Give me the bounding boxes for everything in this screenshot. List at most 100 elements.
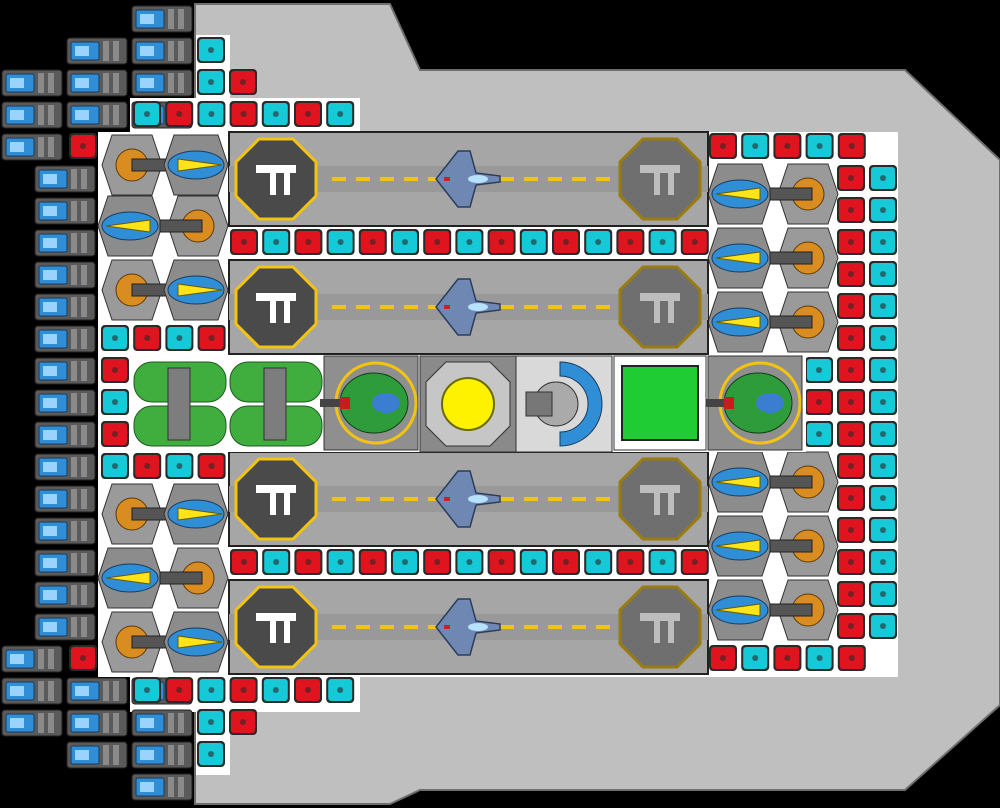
red-armor-block-icon — [709, 645, 737, 671]
thruster-icon — [131, 773, 193, 801]
cannon-turret-icon — [769, 579, 839, 641]
cyan-armor-block-icon — [805, 133, 834, 159]
red-armor-block-icon — [837, 293, 865, 319]
cyan-armor-block-icon — [805, 357, 833, 383]
cyan-armor-block-icon — [869, 165, 897, 191]
red-armor-block-icon — [552, 549, 580, 575]
red-armor-block-icon — [837, 613, 865, 639]
cyan-armor-block-icon — [869, 389, 897, 415]
cyan-armor-block-icon — [262, 229, 291, 255]
missile-launcher-icon — [97, 547, 163, 609]
red-armor-block-icon — [837, 581, 865, 607]
thruster-icon — [66, 101, 128, 129]
cannon-turret-icon — [769, 515, 839, 577]
thruster-icon — [1, 709, 63, 737]
red-armor-block-icon — [358, 229, 387, 255]
cyan-armor-block-icon — [869, 293, 897, 319]
reactor-core-icon — [419, 355, 517, 453]
red-armor-block-icon — [487, 549, 516, 575]
thruster-icon — [66, 37, 128, 65]
cyan-armor-block-icon — [648, 229, 677, 255]
cannon-turret-icon — [159, 195, 229, 257]
landing-pad-icon — [234, 585, 318, 669]
cyan-armor-block-icon — [648, 549, 677, 575]
cyan-armor-block-icon — [133, 677, 161, 703]
thruster-icon — [34, 421, 96, 449]
red-armor-block-icon — [837, 229, 865, 255]
missile-launcher-icon — [707, 227, 773, 289]
cargo-bay-icon — [613, 355, 707, 451]
missile-launcher-icon — [163, 134, 229, 196]
red-armor-block-icon — [294, 229, 323, 255]
red-armor-block-icon — [837, 261, 865, 287]
cyan-armor-block-icon — [391, 229, 419, 255]
red-armor-block-icon — [773, 645, 802, 671]
landing-pad-icon — [618, 457, 702, 541]
red-armor-block-icon — [552, 229, 580, 255]
cyan-armor-block-icon — [165, 325, 194, 351]
green-cannon-icon — [704, 355, 803, 451]
fighter-icon — [435, 598, 501, 656]
fuel-tank-icon — [229, 361, 323, 447]
cyan-armor-block-icon — [262, 549, 291, 575]
red-armor-block-icon — [837, 165, 865, 191]
thruster-icon — [34, 453, 96, 481]
red-armor-block-icon — [101, 357, 129, 383]
red-armor-block-icon — [837, 389, 865, 415]
red-armor-block-icon — [837, 517, 865, 543]
thruster-icon — [34, 549, 96, 577]
red-armor-block-icon — [197, 325, 226, 351]
cyan-armor-block-icon — [261, 101, 290, 127]
cyan-armor-block-icon — [101, 325, 129, 351]
thruster-icon — [66, 741, 128, 769]
landing-pad-icon — [618, 137, 702, 221]
thruster-icon — [131, 69, 193, 97]
thruster-icon — [34, 197, 96, 225]
red-armor-block-icon — [773, 133, 802, 159]
thruster-icon — [34, 261, 96, 289]
cyan-armor-block-icon — [869, 517, 897, 543]
thruster-icon — [66, 69, 128, 97]
red-armor-block-icon — [229, 101, 258, 127]
cyan-armor-block-icon — [455, 229, 484, 255]
red-armor-block-icon — [197, 453, 226, 479]
cannon-turret-icon — [769, 451, 839, 513]
red-armor-block-icon — [837, 421, 865, 447]
cyan-armor-block-icon — [869, 485, 897, 511]
thruster-icon — [131, 709, 193, 737]
cyan-armor-block-icon — [869, 261, 897, 287]
red-armor-block-icon — [680, 229, 709, 255]
cyan-armor-block-icon — [326, 229, 355, 255]
cyan-armor-block-icon — [519, 229, 548, 255]
cyan-armor-block-icon — [805, 421, 833, 447]
cyan-armor-block-icon — [197, 101, 226, 127]
red-armor-block-icon — [294, 101, 322, 127]
red-armor-block-icon — [358, 549, 387, 575]
cyan-armor-block-icon — [741, 645, 770, 671]
cyan-armor-block-icon — [326, 677, 355, 703]
landing-pad-icon — [234, 457, 318, 541]
red-armor-block-icon — [69, 133, 97, 159]
thruster-icon — [34, 613, 96, 641]
red-armor-block-icon — [423, 229, 452, 255]
missile-launcher-icon — [707, 579, 773, 641]
cannon-turret-icon — [769, 227, 839, 289]
green-cannon-icon — [320, 355, 419, 451]
red-armor-block-icon — [165, 101, 194, 127]
thruster-icon — [1, 645, 63, 673]
cyan-armor-block-icon — [519, 549, 548, 575]
red-armor-block-icon — [133, 325, 162, 351]
landing-pad-icon — [234, 265, 318, 349]
missile-launcher-icon — [707, 515, 773, 577]
red-armor-block-icon — [487, 229, 516, 255]
thruster-icon — [66, 709, 128, 737]
cyan-armor-block-icon — [869, 197, 897, 223]
cannon-turret-icon — [101, 483, 175, 545]
red-armor-block-icon — [133, 453, 162, 479]
thruster-icon — [131, 5, 193, 33]
landing-pad-icon — [618, 585, 702, 669]
thruster-icon — [34, 389, 96, 417]
cyan-armor-block-icon — [101, 389, 129, 415]
thruster-icon — [1, 69, 63, 97]
red-armor-block-icon — [230, 549, 258, 575]
